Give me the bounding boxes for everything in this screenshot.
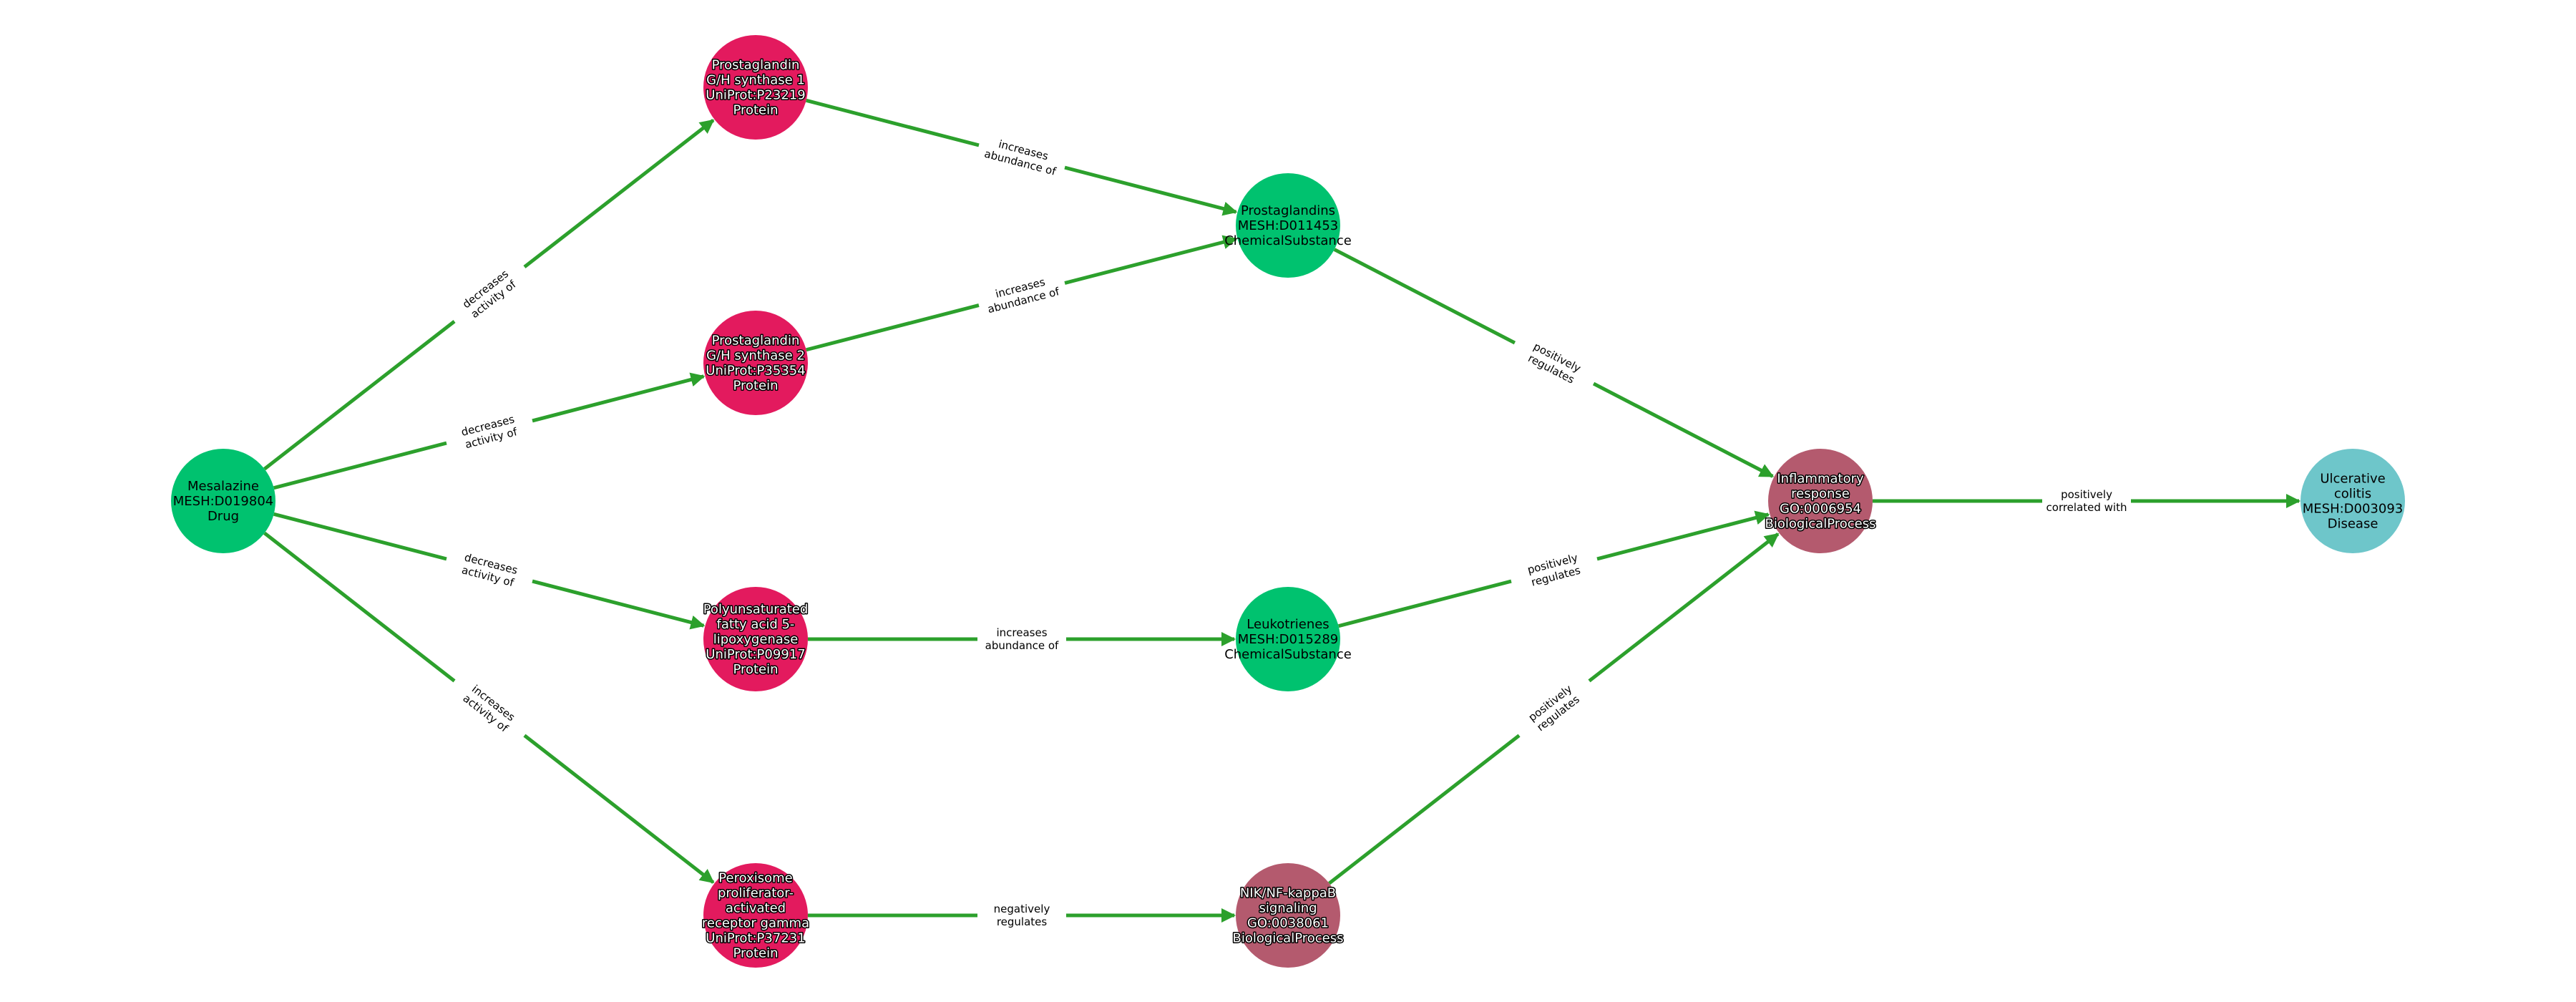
node-circle[interactable] bbox=[703, 35, 808, 140]
node-circle[interactable] bbox=[2301, 449, 2405, 553]
node-circle[interactable] bbox=[1236, 173, 1340, 278]
edge-label: decreasesactivity of bbox=[444, 254, 535, 334]
edge-label: positivelyregulates bbox=[1507, 543, 1601, 597]
node-circle[interactable] bbox=[703, 311, 808, 415]
edge-mesalazine-pparg: increasesactivity of bbox=[263, 531, 715, 884]
node-circle[interactable] bbox=[1768, 449, 1873, 553]
edge-pghs2-prostaglandins: increasesabundance of bbox=[806, 235, 1238, 352]
edge-nfkb-inflammatory: positivelyregulates bbox=[1328, 532, 1780, 885]
edge-mesalazine-alox5: decreasesactivity of bbox=[273, 512, 706, 630]
edge-label: positivelyregulates bbox=[1507, 329, 1601, 398]
edge-label: increasesactivity of bbox=[444, 668, 535, 748]
edge-label: increasesabundance of bbox=[975, 268, 1069, 321]
edge-label: decreasesactivity of bbox=[442, 405, 537, 459]
node-circle[interactable] bbox=[703, 863, 808, 968]
edge-leukotrienes-inflammatory: positivelyregulates bbox=[1338, 510, 1770, 628]
edge-pghs1-prostaglandins: increasesabundance of bbox=[806, 98, 1238, 216]
edge-label: decreasesactivity of bbox=[442, 543, 537, 597]
node-circle[interactable] bbox=[703, 587, 808, 691]
node-circle[interactable] bbox=[1236, 587, 1340, 691]
edge-mesalazine-pghs2: decreasesactivity of bbox=[273, 372, 706, 490]
svg-text:positivelyregulates: positivelyregulates bbox=[1526, 551, 1583, 589]
edge-label: positivelyregulates bbox=[1509, 668, 1599, 748]
node-circle[interactable] bbox=[171, 449, 275, 553]
node-circle[interactable] bbox=[1236, 863, 1340, 968]
edge-label: increasesabundance of bbox=[975, 130, 1069, 183]
svg-text:increasesabundance of: increasesabundance of bbox=[985, 626, 1059, 652]
edge-prostaglandins-inflammatory: positivelyregulates bbox=[1333, 248, 1775, 478]
